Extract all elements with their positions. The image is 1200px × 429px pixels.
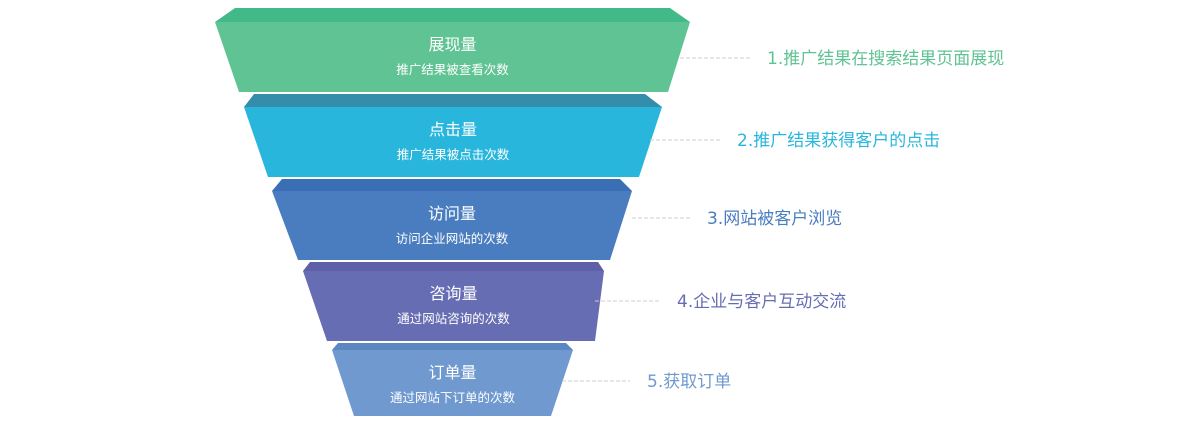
funnel-stage-title: 咨询量 [429,284,477,303]
funnel-stage-subtitle: 推广结果被点击次数 [397,147,510,162]
funnel-stage-title: 点击量 [429,120,477,139]
funnel-stage-subtitle: 通过网站下订单的次数 [390,390,516,405]
funnel-stage-top-face [272,179,632,191]
funnel-stage-top-face [215,8,690,22]
funnel-stage-top-face [332,343,573,350]
funnel-stage-subtitle: 访问企业网站的次数 [396,231,509,246]
funnel-stage-top-face [244,94,662,107]
funnel-stage-body [303,271,604,341]
funnel-stage-note: 5.获取订单 [647,372,731,392]
funnel-stage-note: 3.网站被客户浏览 [707,209,842,229]
funnel-stage-note: 1.推广结果在搜索结果页面展现 [767,49,1004,69]
funnel-stage-top-face [303,262,604,271]
funnel-stage-note: 2.推广结果获得客户的点击 [737,131,940,151]
funnel-stage-body [215,22,690,92]
funnel-stage-title: 访问量 [428,204,476,223]
funnel-stage-body [332,350,573,416]
funnel-stage-title: 订单量 [428,363,476,382]
funnel-stage-body [272,191,632,260]
funnel-stage-subtitle: 通过网站咨询的次数 [397,311,510,326]
funnel-stage-body [244,107,662,177]
funnel-stage-subtitle: 推广结果被查看次数 [396,62,509,77]
funnel-stage-note: 4.企业与客户互动交流 [677,292,846,312]
funnel-stage-title: 展现量 [428,35,476,54]
